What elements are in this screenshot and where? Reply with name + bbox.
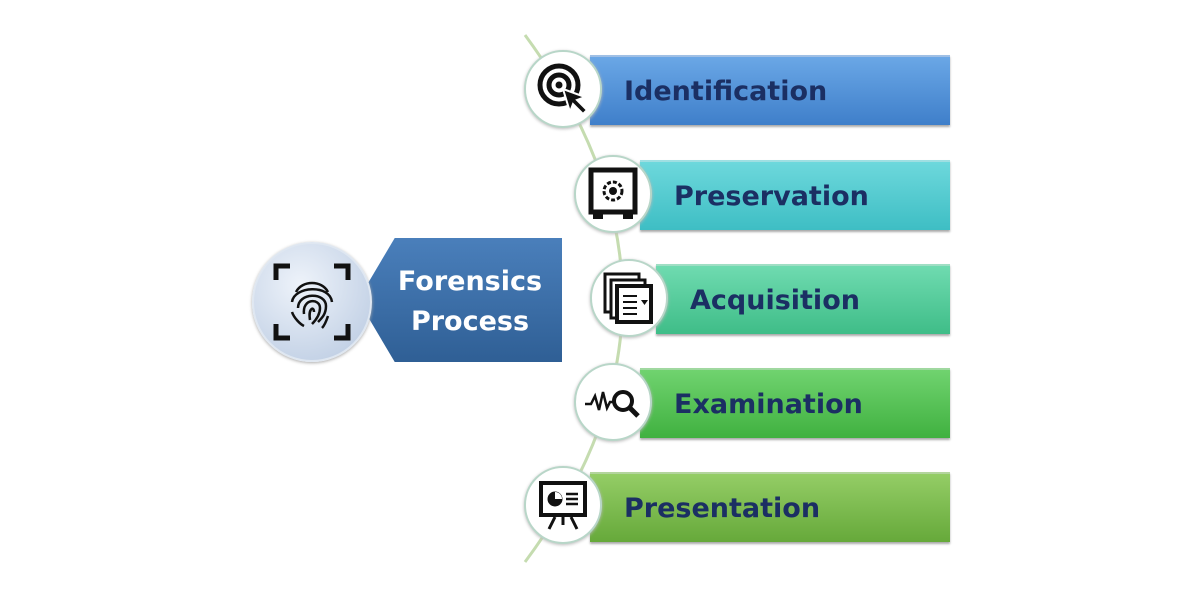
forensics-process-box	[358, 238, 562, 362]
step-label: Acquisition	[690, 284, 860, 316]
forensics-process-label: Forensics Process	[385, 262, 555, 342]
step-label: Identification	[624, 75, 828, 107]
step-label: Examination	[674, 388, 863, 420]
step-acquisition: Acquisition	[656, 264, 950, 334]
target-cursor-icon	[524, 50, 602, 128]
presentation-board-icon	[524, 466, 602, 544]
step-label: Presentation	[624, 492, 821, 524]
documents-icon	[590, 259, 668, 337]
step-presentation: Presentation	[590, 472, 950, 542]
label-line-2: Process	[410, 306, 530, 337]
fingerprint-icon	[252, 242, 372, 362]
step-examination: Examination	[640, 368, 950, 438]
step-preservation: Preservation	[640, 160, 950, 230]
step-label: Preservation	[674, 180, 869, 212]
step-identification: Identification	[590, 55, 950, 125]
waveform-magnifier-icon	[574, 363, 652, 441]
safe-icon	[574, 155, 652, 233]
label-line-1: Forensics	[397, 266, 543, 297]
